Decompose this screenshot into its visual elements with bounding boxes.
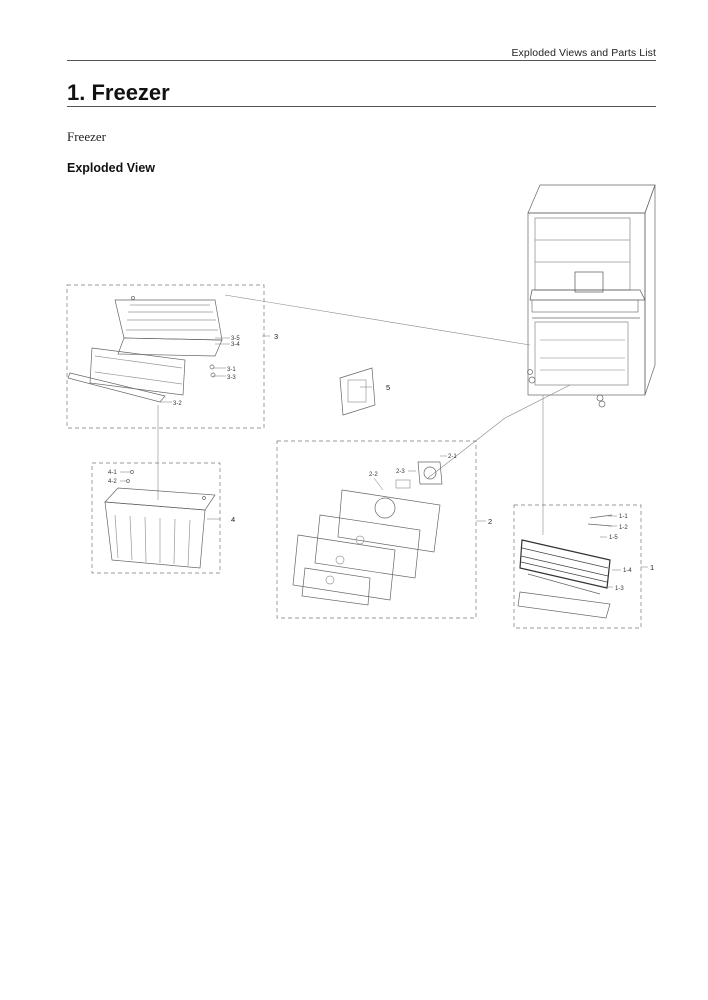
callout-4: 4 <box>231 515 235 524</box>
evaporator-coil <box>519 539 611 589</box>
callout-1-4: 1-4 <box>623 568 632 574</box>
callout-1-3: 1-3 <box>615 586 624 592</box>
page-title: 1. Freezer <box>67 80 170 105</box>
header-rule <box>67 60 656 61</box>
freezer-basket <box>104 470 216 569</box>
group-1-box <box>513 504 642 629</box>
fan-motor <box>395 461 443 489</box>
callout-4-1: 4-1 <box>108 470 117 476</box>
drawer-frame <box>114 296 223 378</box>
callout-4-2: 4-2 <box>108 479 117 485</box>
section-heading: Exploded View <box>67 161 155 175</box>
evaporator-cover-assembly <box>292 489 441 606</box>
callout-3: 3 <box>274 332 278 341</box>
group-2-box <box>276 440 477 619</box>
callout-1-1: 1-1 <box>619 514 628 520</box>
callout-5: 5 <box>386 383 390 392</box>
title-rule <box>67 106 656 107</box>
callout-1: 1 <box>650 563 654 572</box>
callout-3-4: 3-4 <box>231 342 240 348</box>
part-5-cover <box>339 367 376 416</box>
refrigerator-cabinet <box>527 184 656 408</box>
callout-2-2: 2-2 <box>369 472 378 478</box>
drawer-front-panel <box>89 347 186 396</box>
callout-2-1: 2-1 <box>448 454 457 460</box>
defrost-heater <box>517 514 613 619</box>
page-subtitle: Freezer <box>67 129 106 144</box>
callout-3-1: 3-1 <box>227 367 236 373</box>
callout-3-3: 3-3 <box>227 375 236 381</box>
group-3-box <box>66 284 265 429</box>
callout-2-3: 2-3 <box>396 469 405 475</box>
callout-3-5: 3-5 <box>231 336 240 342</box>
callout-2: 2 <box>488 517 492 526</box>
group-4-box <box>91 462 221 574</box>
callout-1-5: 1-5 <box>609 535 618 541</box>
callout-3-2: 3-2 <box>173 401 182 407</box>
callout-1-2: 1-2 <box>619 525 628 531</box>
running-header: Exploded Views and Parts List <box>511 47 656 59</box>
drawer-rail <box>67 372 166 403</box>
